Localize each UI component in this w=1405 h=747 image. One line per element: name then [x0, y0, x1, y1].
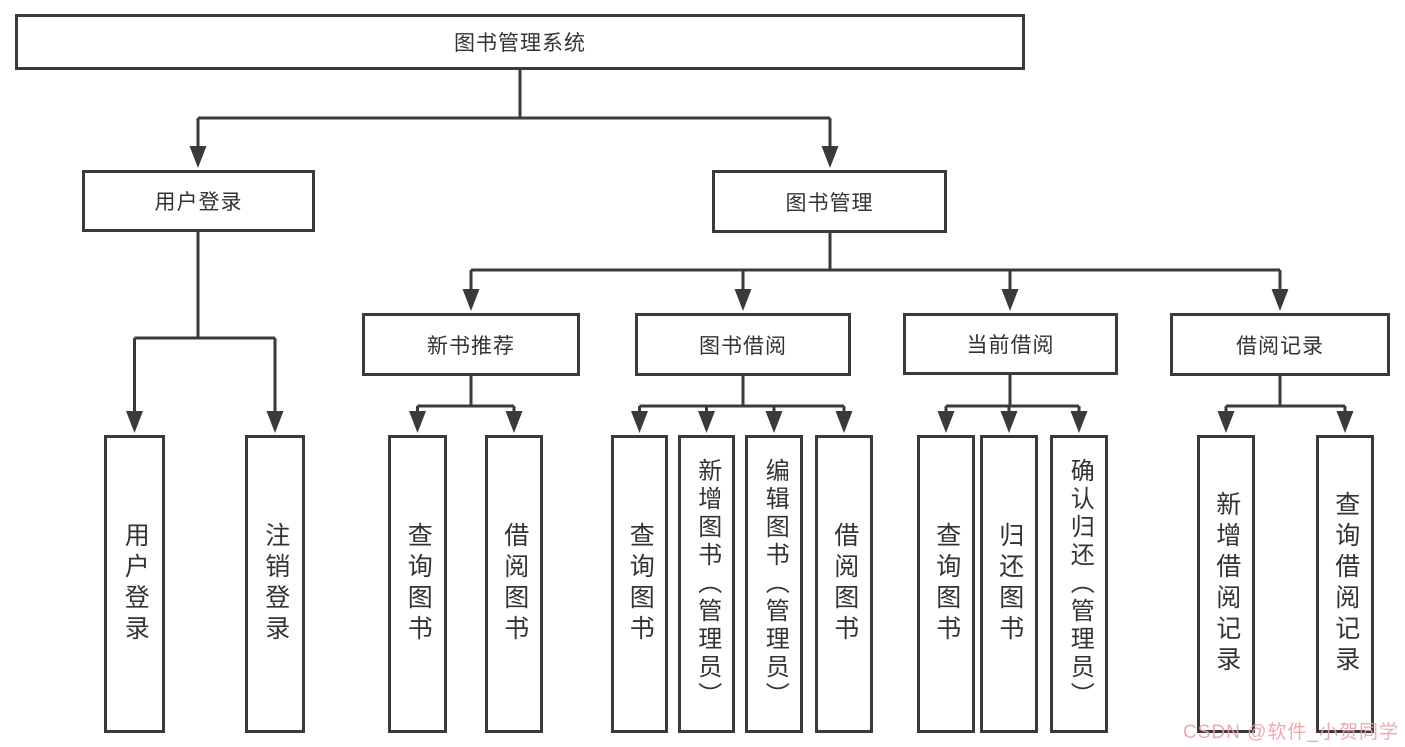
node-label: 查询图书: [404, 522, 433, 646]
node-library-management-system: 图书管理系统: [15, 14, 1025, 70]
node-label: 编辑图书（管理员）: [761, 458, 789, 710]
node-leaf-query-borrow-record: 查询借阅记录: [1316, 435, 1374, 733]
node-label: 新增图书（管理员）: [693, 458, 721, 710]
node-leaf-edit-books-admin: 编辑图书（管理员）: [745, 435, 803, 733]
node-label: 新书推荐: [427, 334, 515, 358]
node-leaf-logout: 注销登录: [245, 435, 305, 733]
node-leaf-return-books: 归还图书: [980, 435, 1038, 733]
watermark: CSDN @软件_小贺同学: [1183, 722, 1399, 743]
node-leaf-borrow-books: 借阅图书: [815, 435, 873, 733]
node-leaf-borrow-books: 借阅图书: [485, 435, 543, 733]
node-label: 注销登录: [261, 522, 290, 646]
node-current-borrowing: 当前借阅: [903, 313, 1118, 375]
node-leaf-query-books: 查询图书: [611, 435, 668, 733]
node-leaf-add-books-admin: 新增图书（管理员）: [678, 435, 735, 733]
node-label: 用户登录: [121, 522, 150, 646]
node-leaf-add-borrow-record: 新增借阅记录: [1197, 435, 1255, 733]
node-leaf-user-login: 用户登录: [104, 435, 165, 733]
node-label: 图书借阅: [699, 334, 787, 358]
node-label: 归还图书: [995, 522, 1024, 646]
node-label: 图书管理系统: [454, 32, 586, 55]
node-leaf-query-books: 查询图书: [388, 435, 447, 733]
node-label: 新增借阅记录: [1212, 491, 1241, 677]
node-leaf-confirm-return-admin: 确认归还（管理员）: [1050, 435, 1108, 733]
node-book-borrowing: 图书借阅: [635, 313, 851, 376]
node-label: 用户登录: [154, 191, 243, 214]
node-book-management: 图书管理: [712, 170, 947, 233]
node-label: 查询图书: [626, 522, 655, 646]
node-leaf-query-books: 查询图书: [917, 435, 975, 733]
node-label: 借阅记录: [1236, 334, 1324, 358]
node-label: 查询借阅记录: [1331, 491, 1360, 677]
node-label: 确认归还（管理员）: [1066, 458, 1094, 710]
node-new-book-recommendation: 新书推荐: [362, 313, 580, 376]
node-label: 当前借阅: [966, 334, 1055, 357]
node-label: 借阅图书: [830, 522, 859, 646]
node-label: 借阅图书: [500, 522, 529, 646]
node-user-login: 用户登录: [82, 170, 315, 232]
node-label: 图书管理: [785, 191, 874, 215]
node-label: 查询图书: [932, 522, 961, 646]
node-borrowing-records: 借阅记录: [1170, 313, 1390, 376]
